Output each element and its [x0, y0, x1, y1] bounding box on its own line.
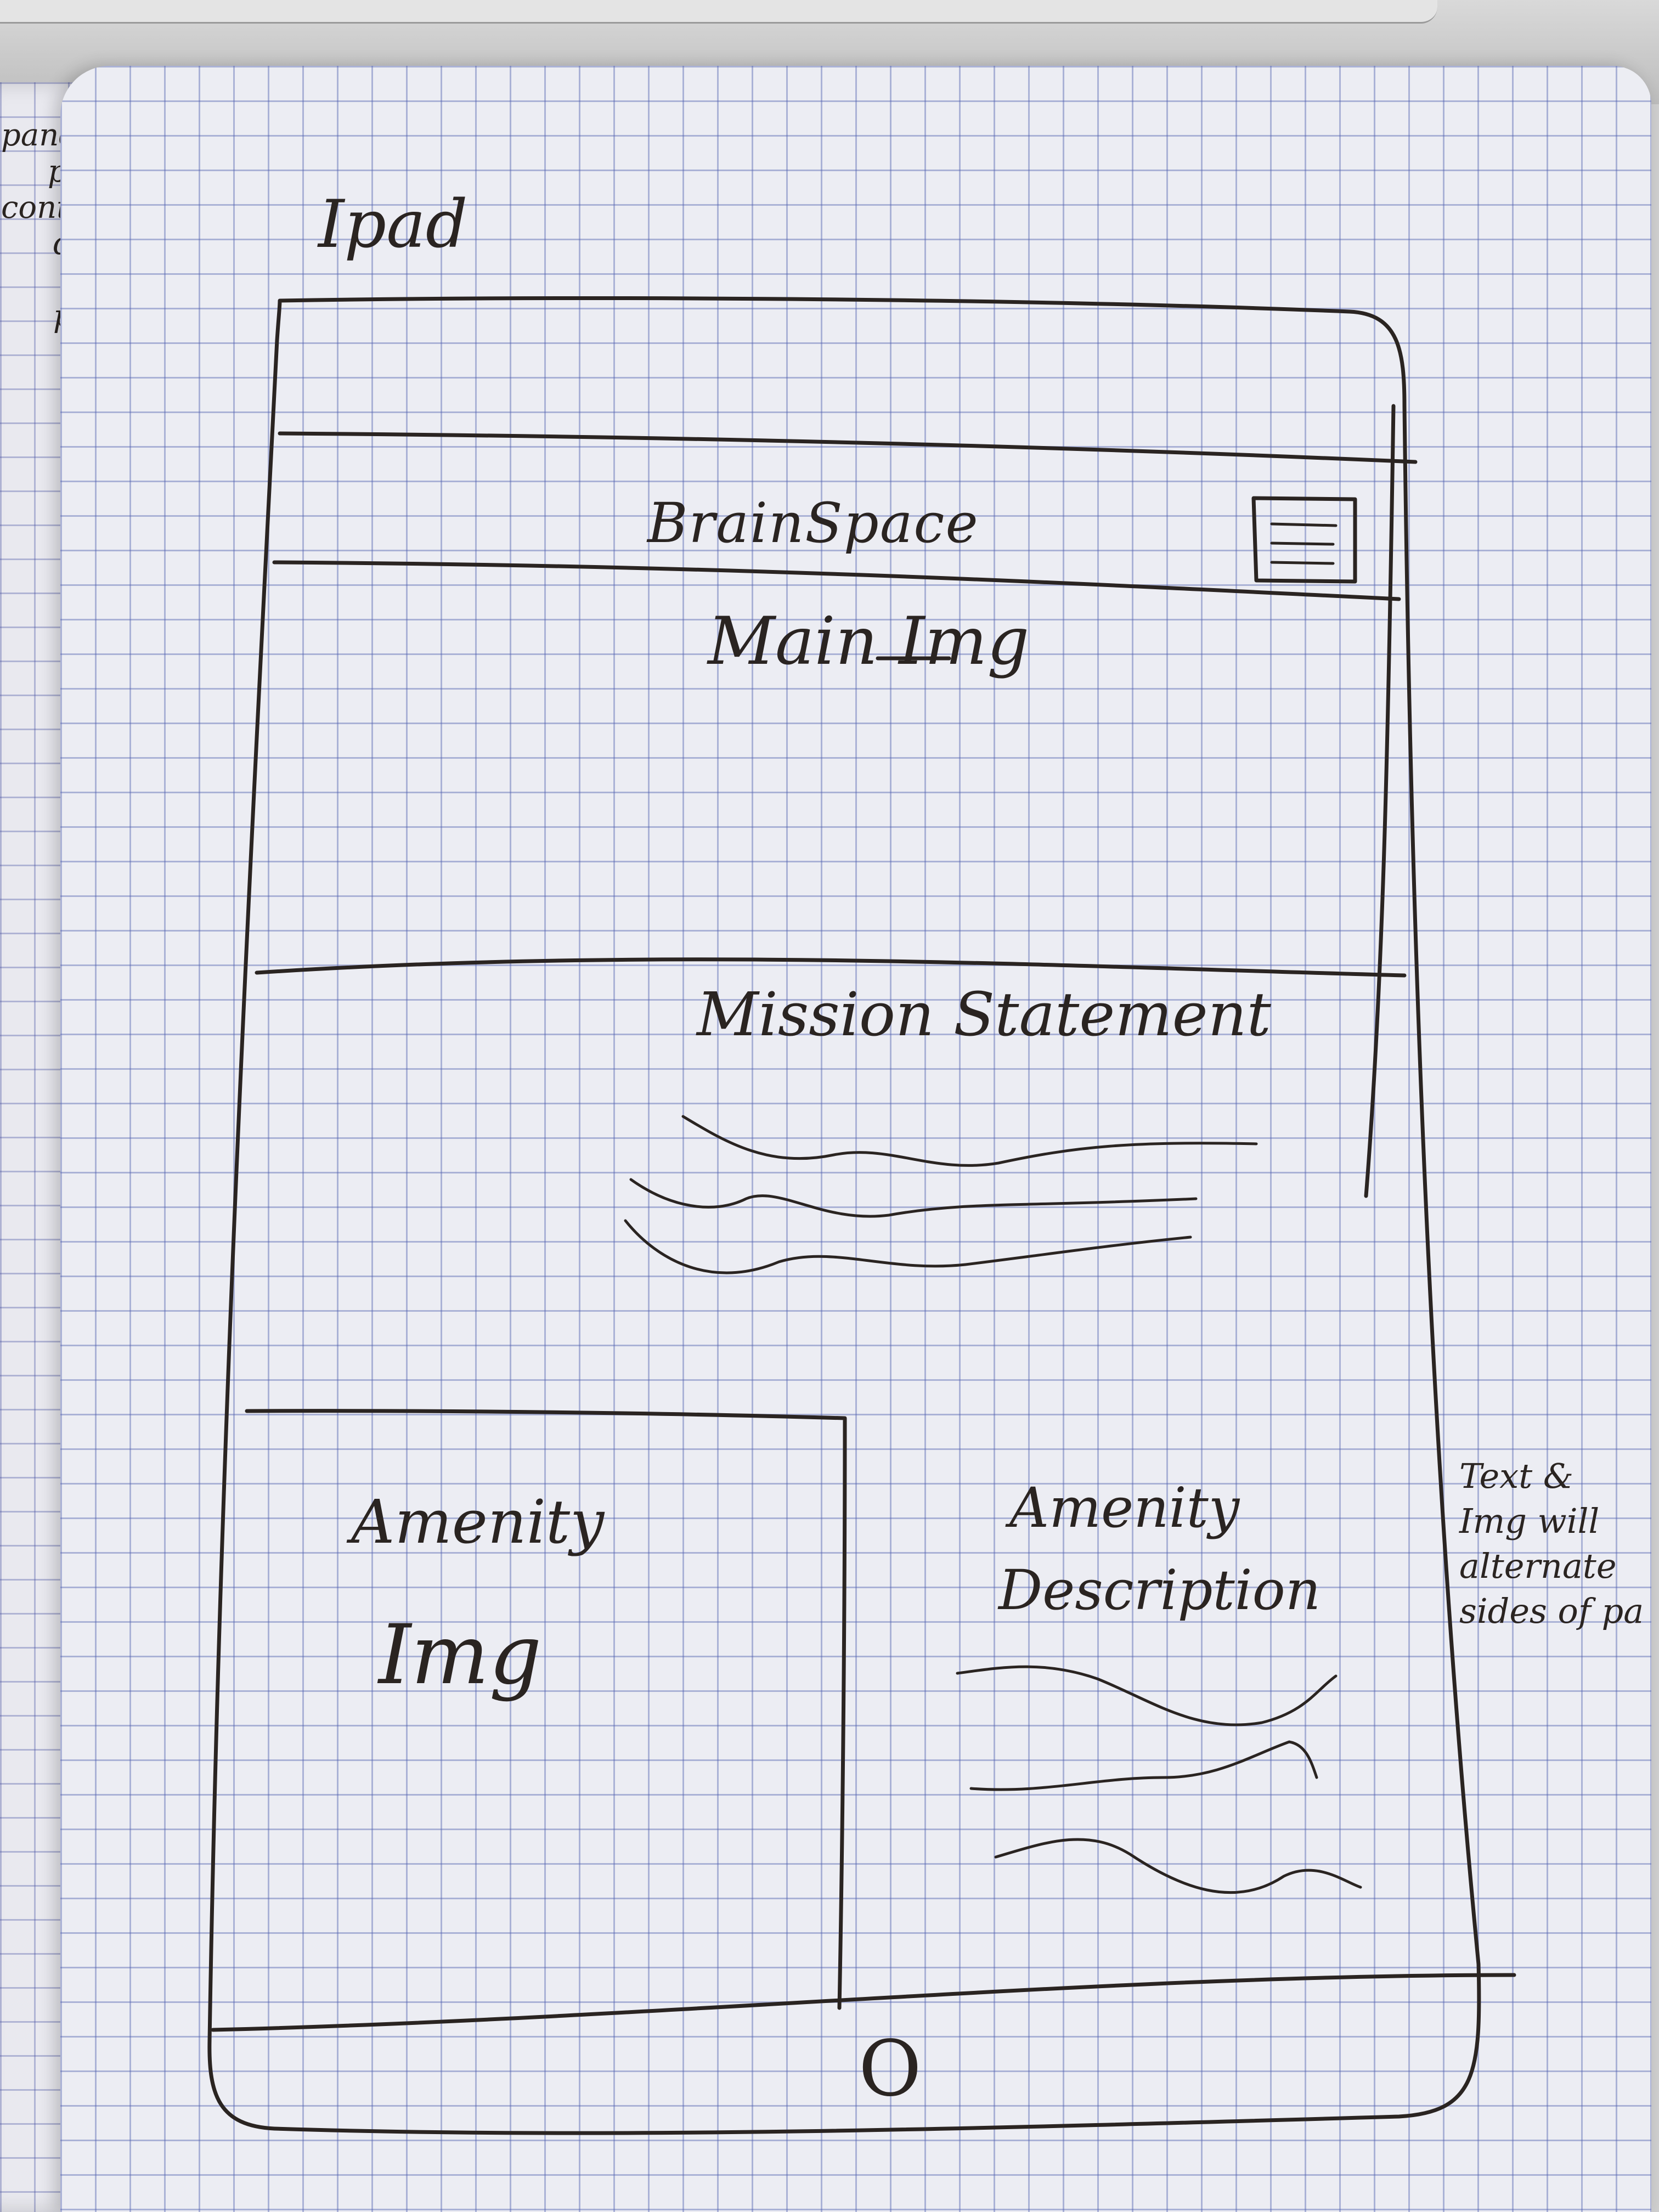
amenity-description-squiggles	[956, 1665, 1362, 1894]
right-note-line: Text &	[1459, 1456, 1574, 1496]
device-label: Ipad	[318, 187, 468, 263]
inner-vertical-line	[1364, 404, 1396, 1198]
amenity-image-label: Img	[379, 1607, 542, 1703]
hero-divider	[255, 957, 1407, 978]
right-note-line: sides of pa	[1459, 1591, 1644, 1631]
amenity-image-box	[245, 1409, 847, 2010]
home-button[interactable]: O	[859, 2024, 922, 2114]
bottom-bezel-line	[211, 1973, 1516, 2032]
notebook-page	[60, 66, 1651, 2212]
right-note-line: Img will	[1459, 1501, 1600, 1541]
laptop-lid	[0, 0, 1437, 24]
ipad-frame	[207, 296, 1481, 2135]
amenity-image-label: Amenity	[351, 1487, 605, 1557]
mission-heading: Mission Statement	[697, 979, 1271, 1049]
hamburger-menu-icon[interactable]	[1251, 496, 1357, 584]
amenity-description-label: Description	[998, 1558, 1321, 1622]
site-title: BrainSpace	[647, 491, 979, 555]
header-divider	[272, 560, 1401, 601]
mission-text-squiggles	[624, 1115, 1258, 1274]
status-bar-divider	[278, 431, 1418, 464]
right-margin-note: Text & Img will alternate sides of pa	[1459, 1454, 1644, 1634]
amenity-description-label: Amenity	[1009, 1476, 1240, 1540]
hero-image-placeholder: Main Img	[708, 603, 1030, 680]
right-note-line: alternate	[1459, 1546, 1617, 1586]
